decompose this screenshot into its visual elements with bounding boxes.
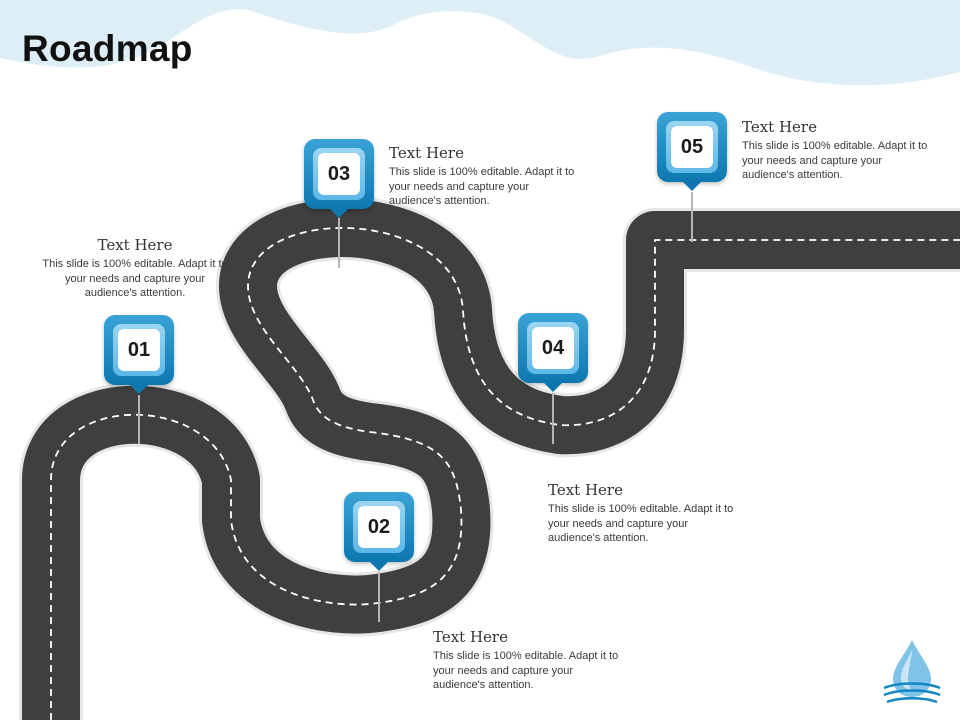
milestone-04-pin[interactable]: 04 [518,313,588,392]
milestone-03-body: This slide is 100% editable. Adapt it to… [389,166,575,207]
milestone-02-pin[interactable]: 02 [344,492,414,571]
milestone-05-number: 05 [671,126,713,168]
road-center-line [50,227,960,720]
milestone-04-heading: Text Here [548,481,623,499]
page-title: Roadmap [22,28,193,69]
milestone-05-text: Text Here This slide is 100% editable. A… [742,118,932,183]
milestone-03-number: 03 [318,153,360,195]
milestone-02-heading: Text Here [433,628,508,646]
milestone-01-text: Text Here This slide is 100% editable. A… [40,236,230,301]
water-drop-logo [883,640,941,704]
milestone-03-pin[interactable]: 03 [304,139,374,218]
road [19,196,960,720]
milestone-03-text: Text Here This slide is 100% editable. A… [389,144,579,209]
header-wave [0,0,960,86]
pin-stems [138,192,693,622]
milestone-04-number: 04 [532,327,574,369]
milestone-05-pin[interactable]: 05 [657,112,727,191]
milestone-04-body: This slide is 100% editable. Adapt it to… [548,503,734,544]
milestone-01-number: 01 [118,329,160,371]
milestone-03-heading: Text Here [389,144,464,162]
milestone-02-number: 02 [358,506,400,548]
milestone-01-body: This slide is 100% editable. Adapt it to… [42,258,228,299]
milestone-01-heading: Text Here [97,236,173,254]
milestone-02-body: This slide is 100% editable. Adapt it to… [433,650,619,691]
milestone-02-text: Text Here This slide is 100% editable. A… [433,628,623,693]
milestone-04-text: Text Here This slide is 100% editable. A… [548,481,738,546]
milestone-01-pin[interactable]: 01 [104,315,174,394]
milestone-05-heading: Text Here [742,118,817,136]
milestone-05-body: This slide is 100% editable. Adapt it to… [742,140,928,181]
